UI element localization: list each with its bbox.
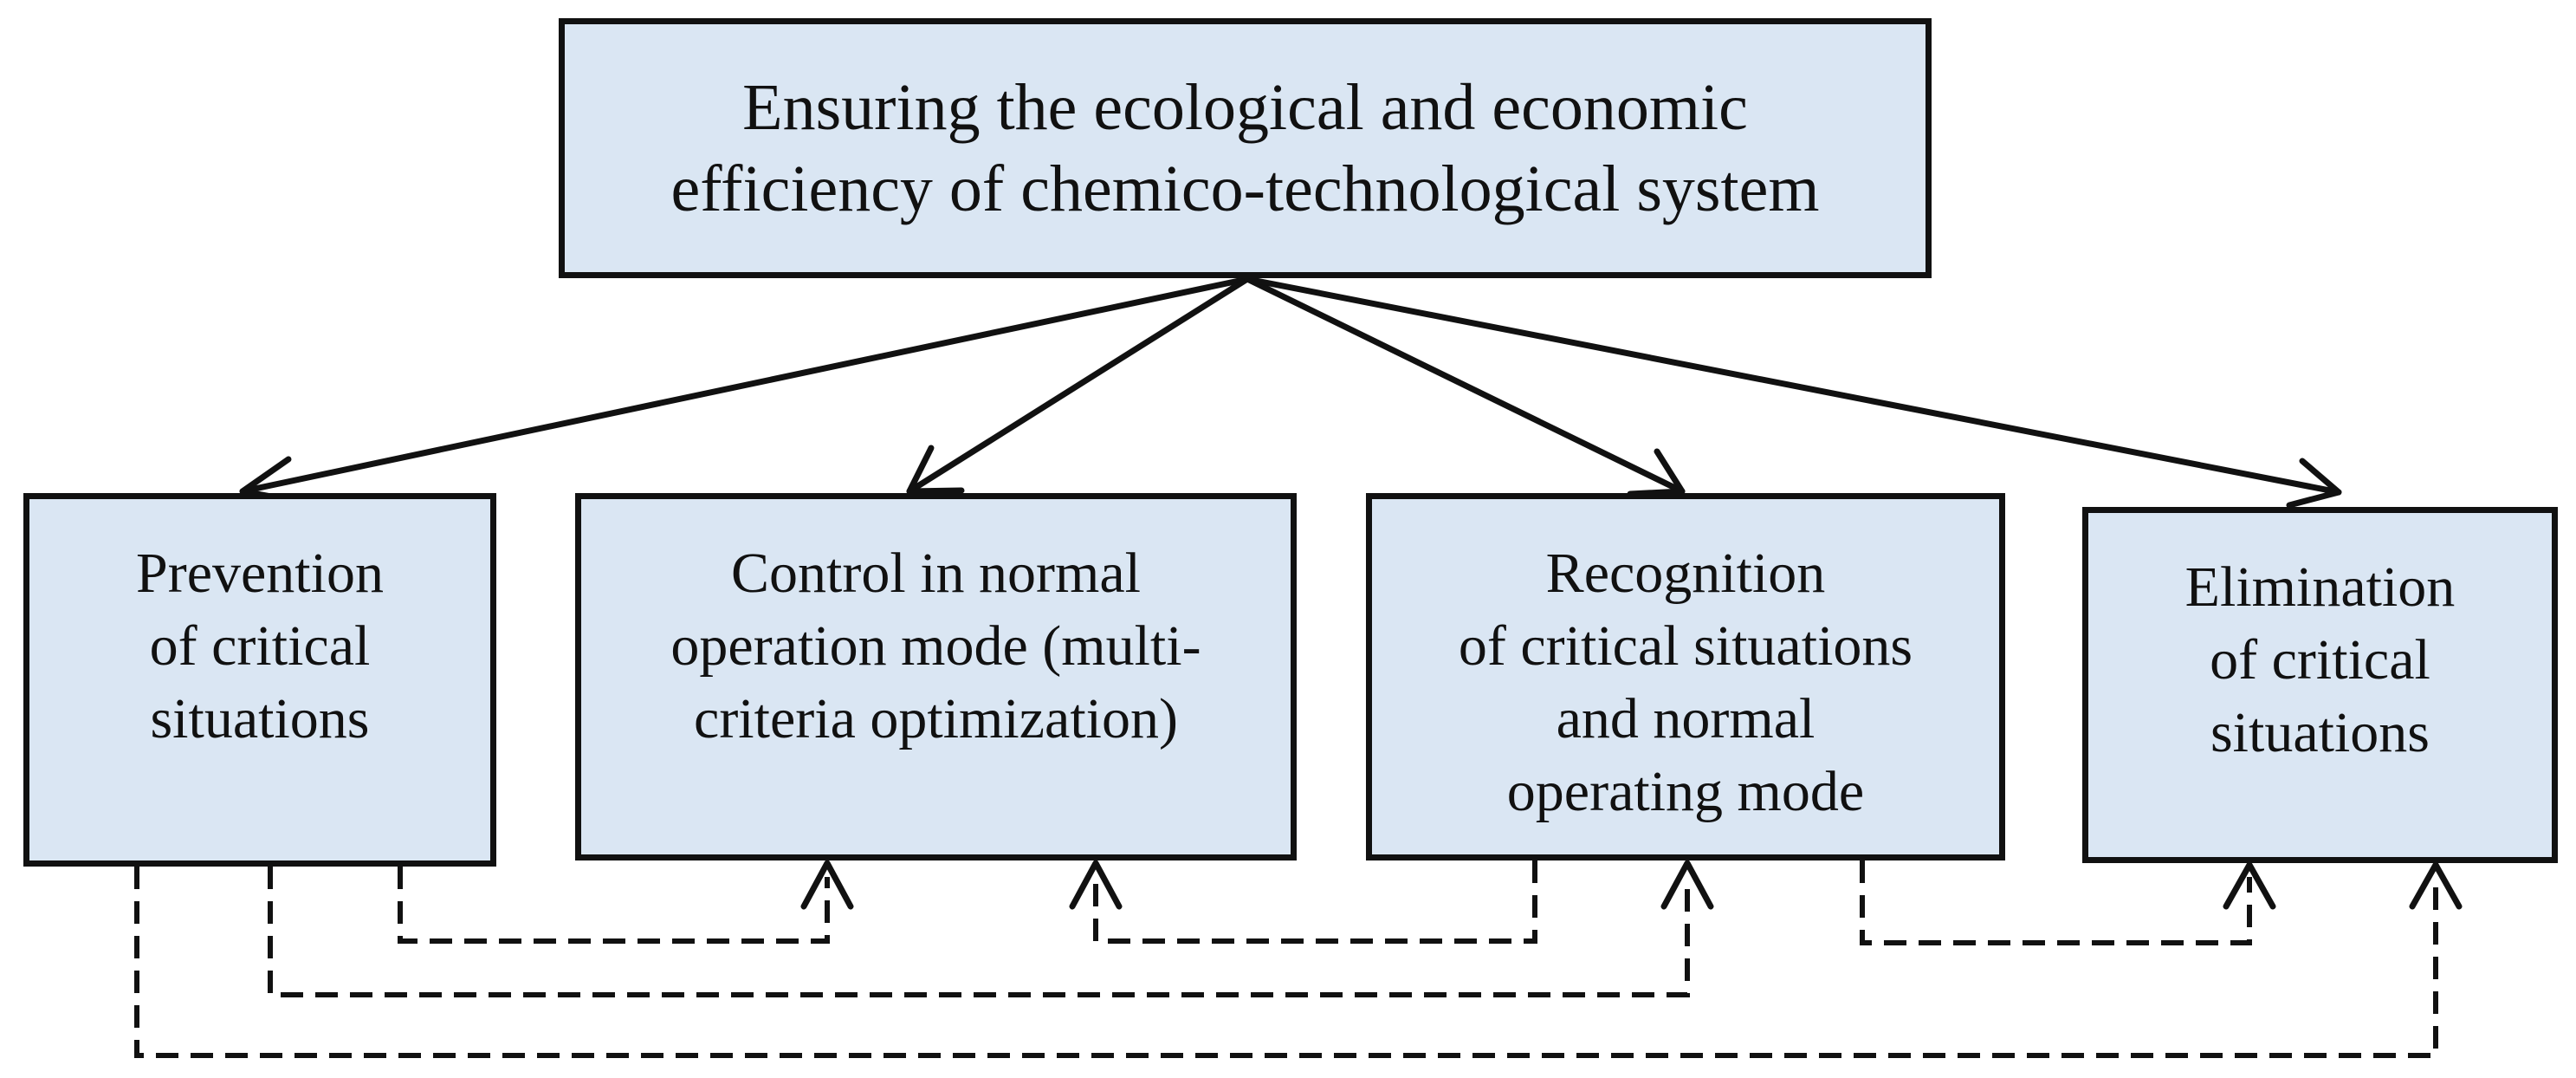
arrow-to-recognition	[1244, 276, 1686, 495]
dashed-recognition-to-control	[1093, 860, 1537, 944]
up-arrowheads	[800, 860, 2463, 910]
arrow-to-control	[906, 276, 1251, 495]
up-arrowhead-elimination-right	[2409, 861, 2463, 910]
elimination-box: Elimination of critical situations	[2082, 507, 2558, 863]
up-arrowhead-control-left	[800, 860, 854, 910]
arrow-to-prevention	[239, 276, 1251, 495]
arrow-to-elimination	[1244, 276, 2342, 496]
recognition-box-text: Recognition of critical situations and n…	[1458, 542, 1913, 823]
prevention-box: Prevention of critical situations	[23, 493, 496, 867]
up-arrowhead-elimination-left	[2223, 861, 2276, 910]
goal-box-text: Ensuring the ecological and economic eff…	[670, 71, 1820, 225]
dashed-prevention-to-control	[398, 867, 830, 944]
elimination-box-text: Elimination of critical situations	[2184, 555, 2456, 764]
up-arrowhead-recognition	[1660, 860, 1714, 910]
solid-arrows	[239, 276, 2342, 509]
prevention-box-text: Prevention of critical situations	[136, 542, 384, 750]
dashed-prevention-to-recognition	[268, 867, 1690, 997]
control-box: Control in normal operation mode (multi-…	[575, 493, 1297, 860]
goal-box: Ensuring the ecological and economic eff…	[559, 18, 1932, 278]
recognition-box: Recognition of critical situations and n…	[1366, 493, 2005, 860]
up-arrowhead-control-right	[1069, 860, 1123, 910]
dashed-recognition-to-elimination	[1860, 860, 2252, 945]
arrowhead-recognition	[1627, 448, 1686, 497]
dashed-prevention-to-elimination	[134, 867, 2438, 1058]
dashed-connectors	[134, 860, 2438, 1058]
control-box-text: Control in normal operation mode (multi-…	[670, 542, 1201, 750]
arrowhead-elimination	[2286, 458, 2342, 509]
arrowhead-control	[906, 445, 965, 495]
